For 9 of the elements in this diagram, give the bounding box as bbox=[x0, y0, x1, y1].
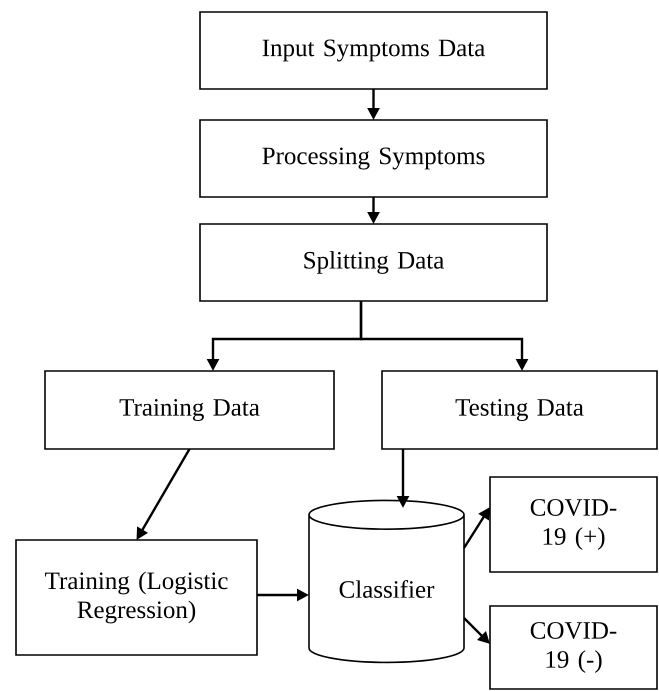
process-box: COVID-19 (-) bbox=[489, 605, 658, 690]
process-box: Training (Logistic Regression) bbox=[15, 539, 258, 656]
process-box: Input Symptoms Data bbox=[199, 11, 548, 90]
process-box: COVID-19 (+) bbox=[489, 476, 658, 573]
classifier-cylinder: Classifier bbox=[308, 500, 465, 664]
process-box: Training Data bbox=[44, 370, 335, 450]
process-box: Processing Symptoms bbox=[199, 119, 548, 198]
process-box: Testing Data bbox=[381, 370, 658, 450]
process-box: Splitting Data bbox=[199, 223, 548, 302]
